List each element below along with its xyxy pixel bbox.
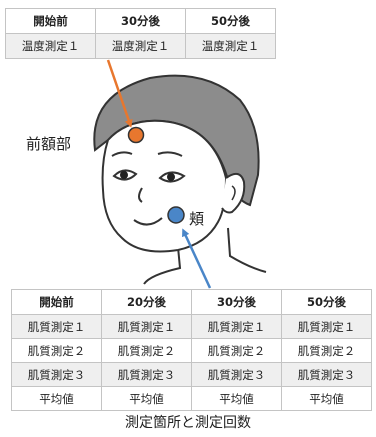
face-outline	[101, 119, 228, 253]
bottom-header-cell: 開始前	[11, 289, 102, 315]
bottom-header-cell: 20分後	[101, 289, 192, 315]
left-eyebrow	[111, 151, 133, 157]
nose	[138, 187, 143, 203]
top-header-cell: 開始前	[5, 8, 96, 34]
cheek-label: 頬	[189, 210, 205, 228]
bottom-table-cell: 平均値	[101, 386, 192, 411]
bottom-table-cell: 肌質測定３	[101, 362, 192, 387]
top-table-row: 温度測定１ 温度測定１ 温度測定１	[5, 33, 276, 59]
bottom-table-row: 肌質測定２ 肌質測定２ 肌質測定２ 肌質測定２	[11, 338, 372, 363]
bottom-table-cell: 平均値	[281, 386, 372, 411]
figure-caption: 測定箇所と測定回数	[125, 415, 251, 431]
top-table-cell: 温度測定１	[95, 33, 186, 59]
cheek-marker	[167, 206, 185, 224]
bottom-table-cell: 肌質測定３	[191, 362, 282, 387]
bottom-table-cell: 肌質測定２	[101, 338, 192, 363]
bottom-table-row: 肌質測定１ 肌質測定１ 肌質測定１ 肌質測定１	[11, 314, 372, 339]
right-eyebrow	[157, 151, 183, 157]
bottom-table-header-row: 開始前 20分後 30分後 50分後	[11, 289, 372, 315]
bottom-table-cell: 肌質測定１	[11, 314, 102, 339]
bottom-table-cell: 肌質測定２	[281, 338, 372, 363]
bottom-table-cell: 肌質測定１	[281, 314, 372, 339]
bottom-table-row: 肌質測定３ 肌質測定３ 肌質測定３ 肌質測定３	[11, 362, 372, 387]
forehead-marker	[127, 126, 145, 144]
bottom-measurement-table: 開始前 20分後 30分後 50分後 肌質測定１ 肌質測定１ 肌質測定１ 肌質測…	[11, 289, 372, 411]
bottom-table-row: 平均値 平均値 平均値 平均値	[11, 386, 372, 411]
bottom-table-cell: 肌質測定１	[101, 314, 192, 339]
mouth	[133, 217, 163, 226]
bottom-header-cell: 50分後	[281, 289, 372, 315]
forehead-label: 前額部	[26, 135, 72, 153]
bottom-header-cell: 30分後	[191, 289, 282, 315]
bottom-table-cell: 肌質測定１	[191, 314, 282, 339]
ear-shape	[221, 172, 246, 214]
top-table-header-row: 開始前 30分後 50分後	[5, 8, 276, 34]
bottom-table-cell: 肌質測定２	[191, 338, 282, 363]
bottom-table-cell: 肌質測定２	[11, 338, 102, 363]
forehead-arrow	[106, 59, 133, 128]
top-table-cell: 温度測定１	[185, 33, 276, 59]
bottom-table-cell: 平均値	[191, 386, 282, 411]
bottom-table-cell: 肌質測定３	[281, 362, 372, 387]
neck-outline	[143, 227, 267, 285]
bottom-table-cell: 肌質測定３	[11, 362, 102, 387]
bottom-table-cell: 平均値	[11, 386, 102, 411]
top-measurement-table: 開始前 30分後 50分後 温度測定１ 温度測定１ 温度測定１	[5, 8, 276, 59]
cheek-arrow	[182, 228, 212, 289]
